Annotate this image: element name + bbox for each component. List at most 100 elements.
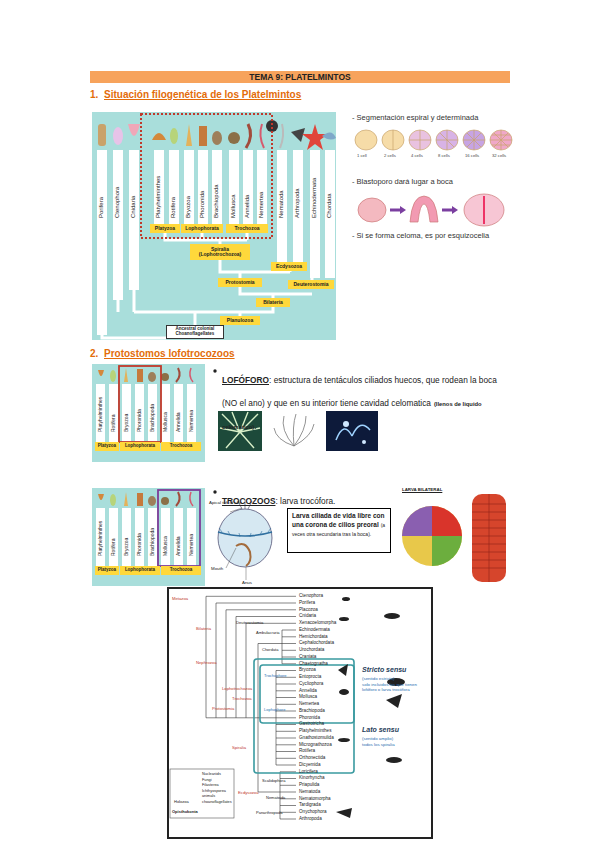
taxon-name: Annelida bbox=[175, 413, 181, 432]
cladogram-branches bbox=[206, 596, 296, 819]
taxon-name: Echinodermata bbox=[299, 627, 330, 633]
taxon-name: Ctenophora bbox=[114, 187, 121, 218]
taxon-name: Mollusca bbox=[299, 694, 317, 700]
group-title: Stricto sensu bbox=[362, 666, 406, 674]
stage-label: 2 cells bbox=[384, 153, 396, 158]
taxon-name: Brachiopoda bbox=[213, 184, 220, 218]
taxon-name: Tardigrada bbox=[299, 802, 321, 808]
tree-panel bbox=[92, 364, 205, 462]
note: - Si se forma celoma, es por esquizoceli… bbox=[352, 231, 489, 240]
node-text: Ancestral colonial Choanoflagellates bbox=[167, 327, 223, 337]
taxon-name: Rotifera bbox=[299, 748, 315, 754]
stage-label: 8 cells bbox=[438, 153, 450, 158]
taxon-name: Phoronida bbox=[299, 715, 320, 721]
animal-icons bbox=[98, 120, 336, 150]
taxon-name: Rotifera bbox=[110, 414, 116, 432]
taxon-name: Mollusca bbox=[230, 194, 237, 218]
bilateral-larva-drawing bbox=[402, 494, 506, 582]
taxon-name: Brachiopoda bbox=[149, 404, 155, 432]
taxon-name: Annelida bbox=[175, 537, 181, 556]
taxon-name: Bryozoa bbox=[123, 414, 129, 432]
taxon-name: Craniata bbox=[299, 654, 316, 660]
highlight-box bbox=[158, 490, 200, 566]
ancestor-box: Ancestral colonial Choanoflagellates bbox=[166, 325, 224, 339]
clade-name: Scalidophora bbox=[262, 779, 285, 784]
taxon-name: Nemertea bbox=[299, 701, 319, 707]
figure-label: LARVA BILATERAL bbox=[402, 487, 442, 492]
group-title: Lato sensu bbox=[362, 726, 399, 734]
taxon-name: Loricifera bbox=[299, 769, 318, 775]
animal-silhouettes bbox=[336, 597, 405, 818]
clade-box: Lophophorata bbox=[120, 442, 160, 451]
note: (sentido estricto) bbox=[362, 676, 394, 681]
node-text: Planulozoa bbox=[227, 318, 253, 324]
taxon-name: Gastrotricha bbox=[299, 721, 324, 727]
callout-box: Larva ciliada de vida libre con una coro… bbox=[287, 508, 391, 553]
taxon-name: Onychophora bbox=[299, 809, 327, 815]
clade-name: Nephrozoa bbox=[196, 660, 217, 665]
bullet bbox=[213, 369, 216, 372]
taxon-name: Chaetognatha bbox=[299, 661, 328, 667]
clade-name: Chordata bbox=[262, 648, 278, 653]
taxon-name: Micrognathozoa bbox=[299, 742, 332, 748]
clade-box: Ecdysozoa bbox=[271, 262, 307, 271]
node-text: Spiralia (Lophotrochozoa) bbox=[190, 247, 250, 258]
page-title: TEMA 9: PLATELMINTOS bbox=[249, 73, 350, 82]
node-text: Platyzoa bbox=[155, 226, 175, 232]
definition: : larva trocófora. bbox=[275, 496, 335, 506]
group-box bbox=[254, 659, 354, 773]
tree-panel bbox=[92, 112, 336, 340]
taxon-name: Annelida bbox=[244, 195, 251, 218]
node-text: Trochozoa bbox=[234, 226, 259, 232]
taxon-name: Porifera bbox=[299, 600, 315, 606]
taxon-name: Platyhelminthes bbox=[299, 728, 331, 734]
taxon-name: Priapulida bbox=[299, 782, 319, 788]
taxon-name: Xenacoelomorpha bbox=[299, 620, 336, 626]
note: - Segmentación espiral y determinada bbox=[352, 113, 478, 122]
taxon-name: Bryozoa bbox=[299, 667, 316, 673]
clade-box: Lophophorata bbox=[181, 224, 223, 233]
section-number: 1. bbox=[90, 89, 98, 101]
taxon-name: Dicyemida bbox=[299, 762, 320, 768]
taxon-name: choanoflagellates bbox=[202, 800, 232, 805]
taxon-name: Nematoda bbox=[278, 190, 285, 218]
callout-text: Larva ciliada de vida libre con una coro… bbox=[292, 512, 384, 528]
note: todos los spiralia bbox=[362, 742, 395, 747]
trait-label: Lophophore bbox=[264, 708, 285, 713]
clade-box: Protostomia bbox=[218, 278, 262, 287]
taxon-name: Cycliophora bbox=[299, 681, 323, 687]
clade-name: Protostomia bbox=[212, 706, 234, 711]
paragraph: LOFÓFORO: estructura de tentáculos cilia… bbox=[222, 366, 512, 436]
part-label: Mouth bbox=[211, 566, 223, 571]
clade-box: Bilateria bbox=[256, 298, 290, 307]
taxon-name: Placozoa bbox=[299, 607, 318, 613]
taxon-name: Nucleariids bbox=[202, 772, 221, 777]
stage-label: 16 cells bbox=[465, 153, 479, 158]
clade-box: Trochozoa bbox=[161, 566, 201, 575]
clade-box: Trochozoa bbox=[161, 442, 201, 451]
trochophore-drawing bbox=[218, 500, 272, 580]
taxon-name: Ctenophora bbox=[299, 593, 323, 599]
taxon-name: Rotifera bbox=[110, 538, 116, 556]
cleavage-stages bbox=[355, 130, 512, 150]
clade-box: Deuterostomia bbox=[288, 280, 334, 289]
taxon-name: Arthropoda bbox=[294, 188, 301, 218]
clade-name: Bilateria bbox=[196, 626, 211, 631]
clade-name: Holozoa bbox=[174, 800, 189, 805]
node-text: Platyzoa bbox=[98, 444, 116, 449]
clade-box: Spiralia (Lophotrochozoa) bbox=[190, 244, 250, 260]
stage-label: 32 cells bbox=[492, 153, 506, 158]
clade-box: Platyzoa bbox=[95, 442, 119, 451]
punctuation: . bbox=[254, 421, 256, 431]
taxon-name: Fungi bbox=[202, 778, 212, 783]
taxon-name: Ichthyosporea bbox=[202, 789, 226, 794]
clade-box: Lophophorata bbox=[120, 566, 160, 575]
clade-box: Trochozoa bbox=[226, 224, 268, 233]
taxon-name: Platyhelminthes bbox=[155, 176, 162, 218]
taxon-name: Gnathostomulida bbox=[299, 735, 334, 741]
taxon-name: Phoronida bbox=[136, 409, 142, 432]
highlight-box bbox=[119, 366, 161, 442]
clade-name: Trochozoa bbox=[232, 696, 252, 701]
node-text: Platyzoa bbox=[98, 568, 116, 573]
trait-label: Trochophore bbox=[264, 674, 287, 679]
